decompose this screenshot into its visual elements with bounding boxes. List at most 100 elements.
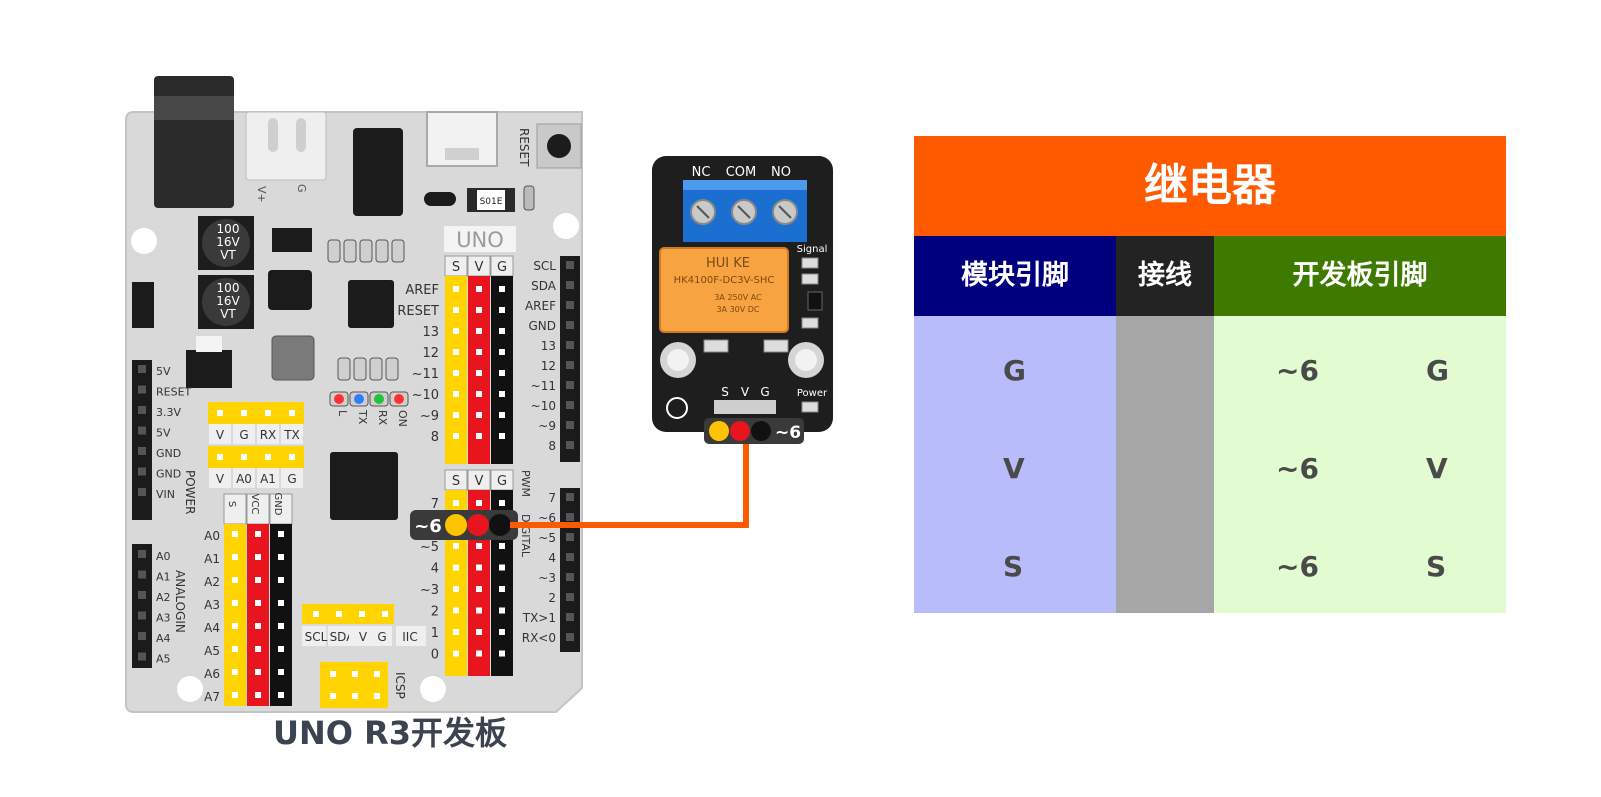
right-pin-label: 2 [548,591,556,605]
icsp-header: ICSP [320,662,407,708]
label-cell [396,626,426,646]
digital-pin-label: 8 [431,430,439,445]
power-pin-label: GND [156,468,181,481]
right-pin-label: ~10 [531,399,556,413]
uno-board: V+ G RESET S01E 100 16V VT 100 16V VT [125,76,583,713]
header-pin [278,554,284,560]
battery-connector-slot [268,118,278,152]
header-pin [476,500,482,506]
relay-brand: HUI KE [706,256,750,271]
column-label: V [475,474,484,489]
row-board-pin-type: V [1426,452,1448,485]
analog-row-label: A2 [204,575,220,589]
header-pin [232,669,238,675]
module-header [714,400,776,414]
smd-part [801,317,819,329]
header-pin [453,564,459,571]
label-cell [281,468,303,488]
header-pin [453,500,459,506]
header-pin [138,426,146,435]
analog-row-label: A3 [204,598,220,612]
analog-row-label: A5 [204,644,220,658]
analog-pin-label: A5 [156,653,171,666]
power-pin-label: 5V [156,365,171,378]
header-pin [476,412,482,418]
right-pin-label: 12 [541,359,556,373]
right-pin-label: 4 [548,551,556,565]
power-pin-label: RESET [156,386,192,399]
right-pin-label: ~3 [538,571,556,585]
digital-pin-label: AREF [405,283,439,298]
header-label: RX [260,428,277,442]
header-pin [476,307,482,313]
row-board-pin: ~6 [1276,354,1319,387]
header-label: A1 [260,472,276,486]
header-pin [138,591,146,599]
header-pin [278,646,284,652]
module-connector-label: ~6 [775,423,801,443]
digital-pin-label: 2 [431,605,439,620]
header-block [560,256,580,462]
header-label: A0 [236,472,252,486]
header-pin [566,633,574,641]
module-pin-label: S [721,385,729,399]
header-pin [255,692,261,698]
header-pin [232,692,238,698]
iic-label: SCL [305,630,328,644]
mount-hole [131,228,157,254]
header-pin [476,650,482,657]
header-pin [232,554,238,560]
header-pin [566,573,574,581]
cap-text: VT [220,248,236,262]
header-pin [499,412,505,418]
right-pin-label: SDA [531,279,557,293]
status-leds: L TX RX ON [329,391,409,427]
analog-pin-label: A2 [156,591,171,604]
relay-model: HK4100F-DC3V-SHC [674,275,775,286]
header-pin [453,629,459,635]
digital-pin-label: 12 [422,346,439,361]
pin-column [270,524,292,706]
header-pin [138,632,146,640]
power-led-label: Power [797,388,828,399]
module-pin-label: G [760,385,769,399]
header-pin [217,454,223,460]
right-pin-label: 7 [548,491,556,505]
header-pin [499,586,505,592]
power-jack [154,76,234,208]
header-pin [278,692,284,698]
mount-hole [420,676,446,702]
iic-label: SDA [330,630,356,644]
header-pin [232,600,238,606]
row-module-pin: S [1003,550,1024,583]
header-pin [232,623,238,629]
label-cell [368,626,392,646]
orange-wire [510,440,749,528]
cap-text: 16V [216,294,240,308]
header-pin [255,531,261,537]
label-cell [302,626,326,646]
row-board-pin-type: G [1426,354,1449,387]
terminal-label-no: NO [771,165,791,180]
header-block [132,544,152,668]
header-pin [241,454,247,460]
right-pin-label: ~5 [538,531,556,545]
right-pin-label: ~9 [538,419,556,433]
right-pin-label: SCL [533,259,556,273]
resistor-row [327,239,405,381]
header-pin [453,286,459,292]
header-pin [278,623,284,629]
relay-spec: 3A 30V DC [716,305,759,314]
header-pin [255,646,261,652]
inductor [271,335,315,381]
header-pin [138,652,146,661]
digital-pin-label: ~10 [412,388,439,403]
header-pin [138,611,146,620]
smd-part [268,270,312,310]
label-cell [233,424,255,444]
header-label: V [216,472,225,486]
header-pin [278,669,284,675]
header-pin [476,564,482,571]
